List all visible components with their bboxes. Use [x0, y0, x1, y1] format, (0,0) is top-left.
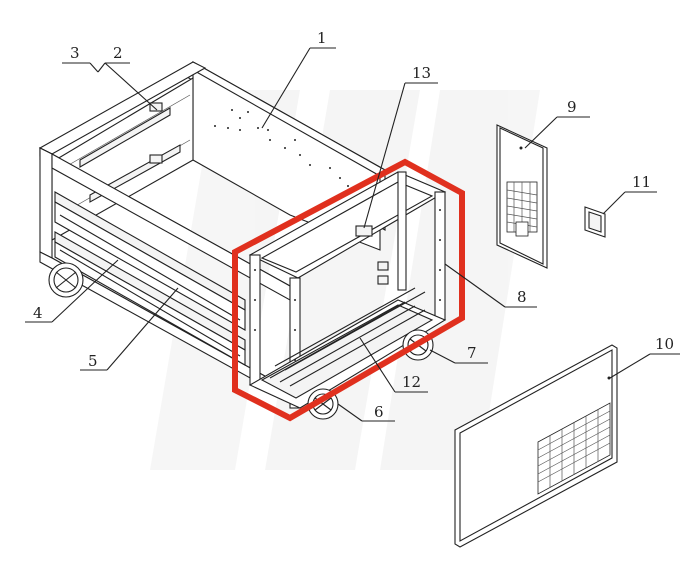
callout-10: 10 [655, 335, 674, 353]
callout-8: 8 [517, 288, 527, 306]
callout-5: 5 [88, 352, 98, 370]
callout-1: 1 [317, 29, 327, 47]
callout-4: 4 [33, 304, 43, 322]
rail-bracket-lower [149, 154, 163, 164]
callout-labels: 1 2 3 4 5 6 7 8 9 10 11 12 13 [33, 29, 674, 421]
callout-2: 2 [113, 44, 123, 62]
vent-grid-10 [537, 402, 611, 495]
side-cover-panel-10 [454, 344, 618, 548]
caster-wheel-left [48, 262, 84, 298]
rail-bracket-upper [149, 102, 163, 112]
callout-11: 11 [632, 173, 651, 191]
callout-13: 13 [412, 64, 431, 82]
vented-panel-9 [496, 124, 548, 269]
small-bezel-11 [584, 206, 606, 238]
highlight-outline [232, 158, 465, 422]
callout-7: 7 [467, 344, 477, 362]
callout-leaders [25, 47, 680, 422]
vent-grid-9 [506, 181, 538, 237]
callout-6: 6 [374, 403, 384, 421]
callout-3: 3 [70, 44, 80, 62]
main-cabinet-frame [38, 61, 386, 401]
callout-12: 12 [402, 373, 421, 391]
callout-9: 9 [567, 98, 577, 116]
back-panel-holes [214, 109, 349, 187]
